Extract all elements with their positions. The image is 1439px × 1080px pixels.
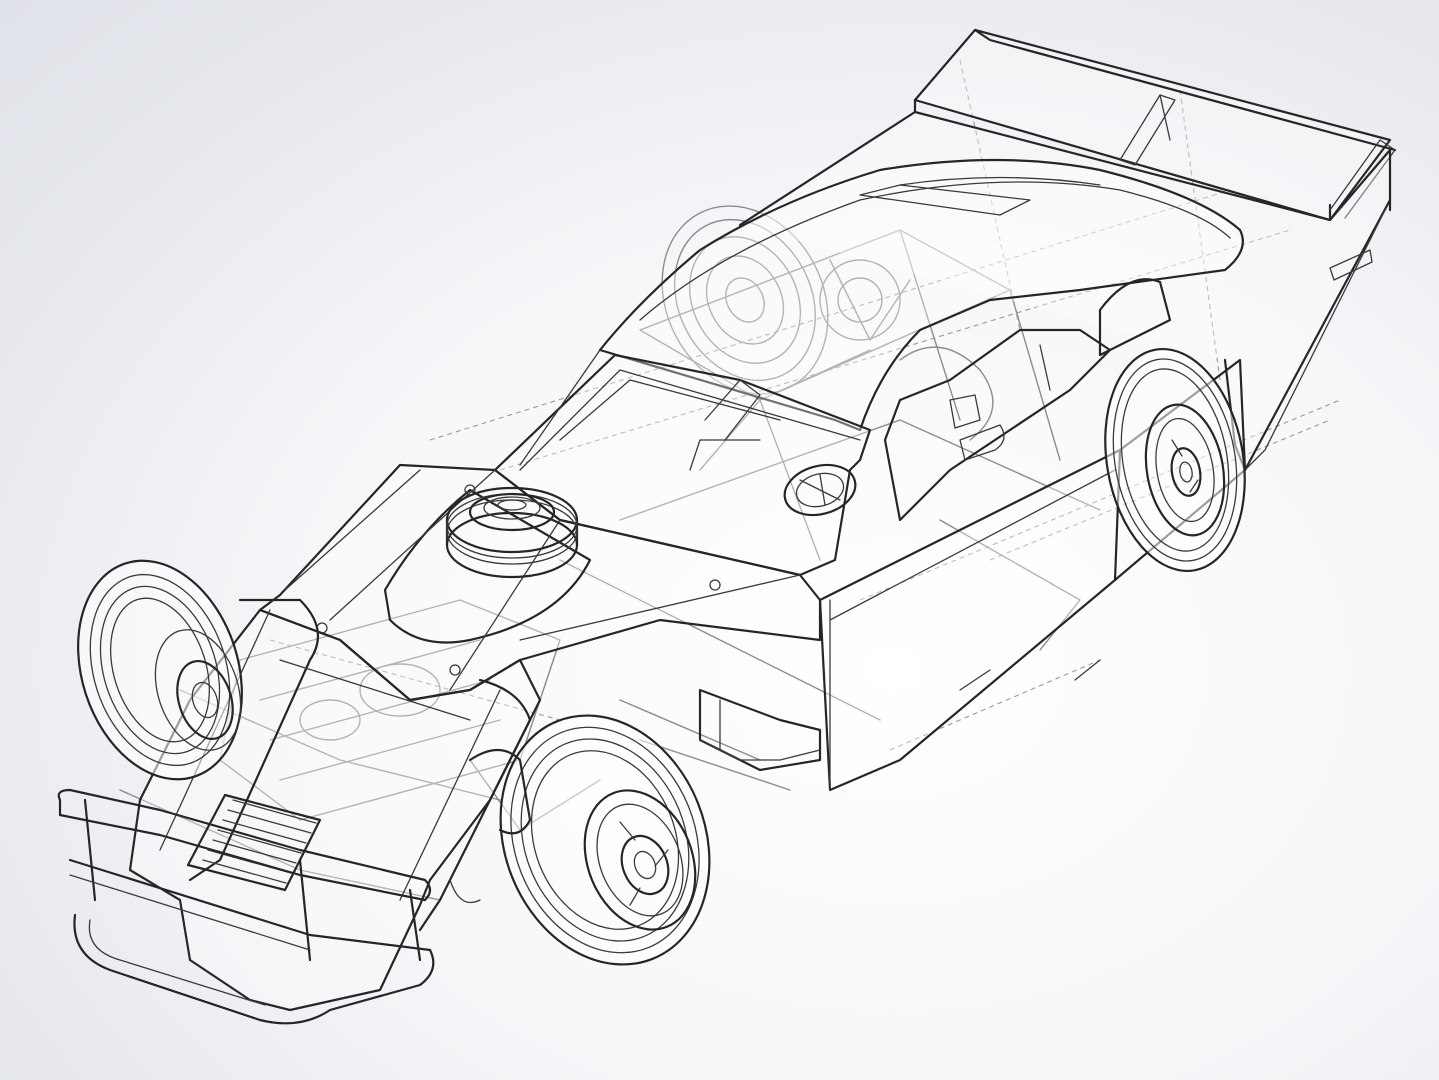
front-tire-left[interactable] xyxy=(51,539,269,800)
front-bumper[interactable] xyxy=(57,788,435,1025)
windshield[interactable] xyxy=(493,349,872,577)
front-tire-right[interactable] xyxy=(464,684,745,996)
rear-tire-right[interactable] xyxy=(1089,338,1262,582)
steering-wheel[interactable] xyxy=(779,458,861,523)
frame-rails xyxy=(449,688,822,904)
side-window[interactable] xyxy=(883,278,1172,522)
roof[interactable] xyxy=(598,158,1244,432)
side-panel[interactable] xyxy=(818,358,1247,792)
rear-spoiler[interactable] xyxy=(913,28,1397,222)
air-cleaner[interactable] xyxy=(445,486,579,579)
